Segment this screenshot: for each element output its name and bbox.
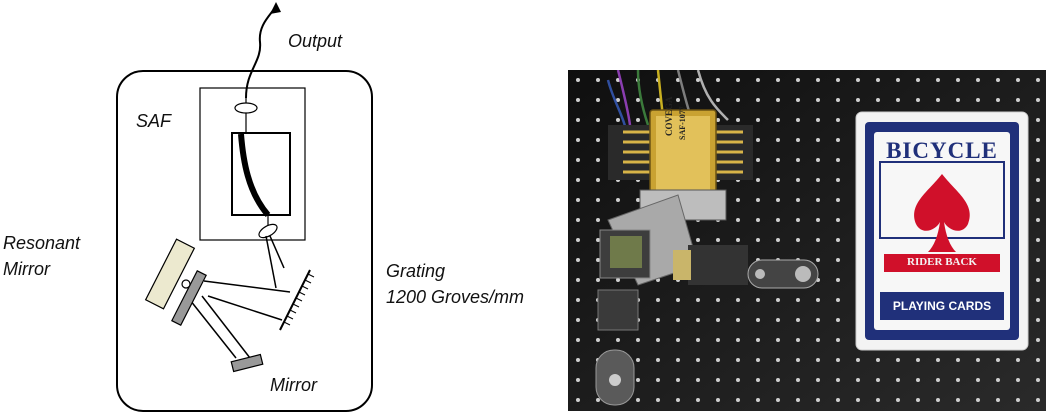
lower-mirror-mount [595, 289, 639, 406]
card-rider-back: RIDER BACK [907, 256, 977, 268]
label-output: Output [288, 31, 343, 51]
output-arrow [270, 2, 281, 14]
enclosure [116, 70, 373, 412]
label-grating-line2: 1200 Groves/mm [386, 287, 525, 307]
label-mirror: Mirror [270, 375, 317, 395]
output-fiber [245, 5, 277, 99]
saf-butterfly-package [608, 109, 753, 221]
saf-box [199, 87, 306, 241]
card-playing-cards: PLAYING CARDS [892, 299, 992, 313]
playing-card-deck [855, 111, 1029, 351]
fixed-mirror [230, 353, 264, 373]
card-brand: BICYCLE [886, 138, 998, 163]
device-photo: COVEGA SAF-1077 BICYCLE RIDER BACK PLAYI… [568, 69, 1046, 411]
grating [279, 269, 315, 331]
photo-canvas [568, 69, 1046, 411]
label-saf: SAF [136, 111, 172, 131]
collimating-lens [258, 223, 278, 239]
label-resonant-line1: Resonant [3, 233, 81, 253]
chip-label-1: COVEGA [664, 96, 674, 136]
label-resonant-line2: Mirror [3, 259, 50, 279]
label-grating-line1: Grating [386, 261, 446, 281]
chip-label-2: SAF-1077 [678, 106, 687, 140]
waveguide [238, 133, 271, 217]
resonant-mirror-block [144, 238, 196, 310]
spade-icon [914, 174, 970, 252]
output-lens [234, 102, 258, 114]
laser-schematic-diagram [116, 2, 373, 412]
resonant-mirror [171, 269, 207, 327]
resonant-mirror-assembly [599, 229, 819, 289]
